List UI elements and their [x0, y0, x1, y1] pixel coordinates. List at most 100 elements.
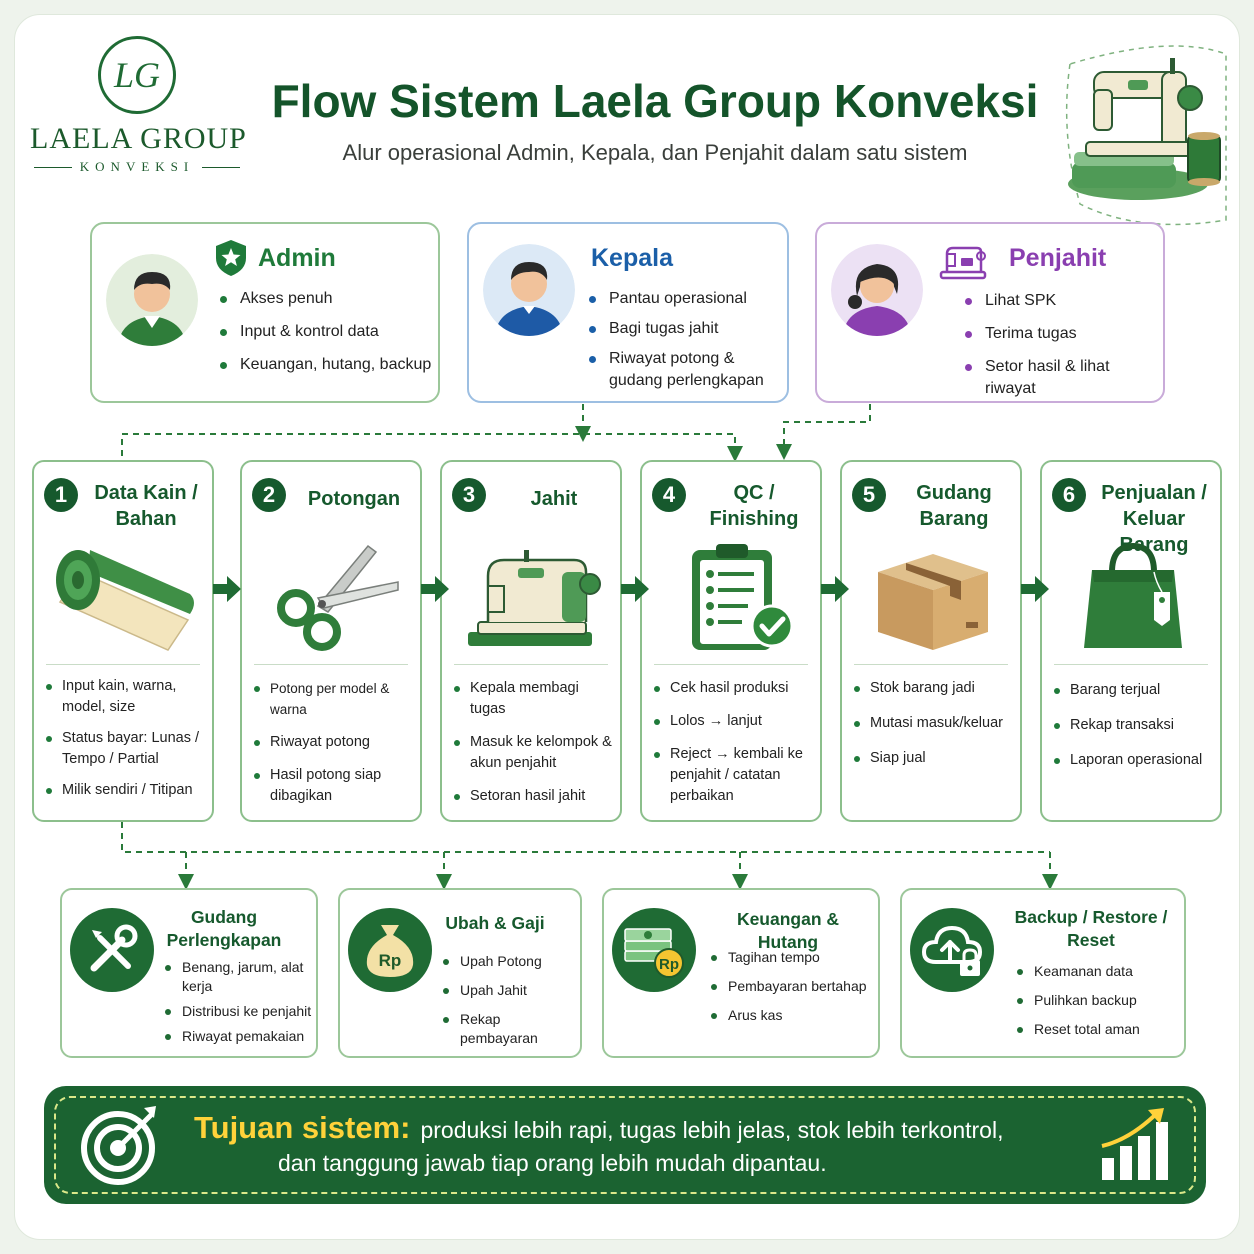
support-item: Pulihkan backup [1014, 991, 1140, 1010]
step-title: QC / Finishing [709, 482, 799, 530]
step-title: Data Kain / Bahan [94, 482, 198, 530]
step-title: Penjualan / Keluar Barang [1101, 482, 1207, 556]
cloud-lock-icon [910, 908, 994, 992]
step-item: Masuk ke kelompok & akun penjahit [452, 732, 616, 774]
step-card-5: 5 Gudang Barang Stok barang jadi Mutasi … [840, 460, 1022, 822]
step-item: Siap jual [852, 748, 1016, 769]
kepala-avatar [483, 244, 575, 336]
fabric-roll-icon [56, 550, 194, 651]
support-card-backup-restore-reset: Backup / Restore / Reset Keamanan data P… [900, 888, 1186, 1058]
support-title: Ubah & Gaji [445, 913, 545, 933]
step-divider [1054, 664, 1208, 665]
step-item: Potong per model & warna [252, 678, 416, 720]
support-list: Upah Potong Upah Jahit Rekap pembayaran [440, 952, 580, 1058]
sewing-machine-icon [939, 246, 987, 280]
support-item: Keamanan data [1014, 962, 1140, 981]
step-item: Status bayar: Lunas / Tempo / Partial [44, 728, 208, 770]
role-card-penjahit: Penjahit Lihat SPK Terima tugas Setor ha… [815, 222, 1165, 403]
step-card-4: 4 QC / Finishing Cek hasil produksi Lolo… [640, 460, 822, 822]
arrow-right-icon [1021, 576, 1049, 602]
goal-text-2: dan tanggung jawab tiap orang lebih muda… [278, 1150, 827, 1176]
logo-rule-right [202, 166, 241, 168]
penjahit-avatar [831, 244, 923, 336]
role-item: Lihat SPK [963, 290, 1163, 312]
role-title-admin: Admin [258, 244, 336, 272]
role-title-kepala: Kepala [591, 244, 673, 272]
support-item: Reset total aman [1014, 1020, 1140, 1039]
step-item: Rekap transaksi [1052, 715, 1216, 736]
step-list: Kepala membagi tugas Masuk ke kelompok &… [452, 678, 616, 817]
role-title-penjahit: Penjahit [1009, 244, 1107, 272]
arrow-right-icon [421, 576, 449, 602]
role-card-kepala: Kepala Pantau operasional Bagi tugas jah… [467, 222, 789, 403]
support-item: Benang, jarum, alat kerja [162, 958, 318, 996]
support-card-keuangan-hutang: Rp Keuangan & Hutang Tagihan tempo Pemba… [602, 888, 880, 1058]
step-number: 1 [44, 478, 78, 512]
goal-label: Tujuan sistem: [194, 1110, 411, 1145]
money-bag-icon: Rp [348, 908, 432, 992]
support-title: Backup / Restore / Reset [1014, 907, 1168, 950]
step-list: Input kain, warna, model, size Status ba… [44, 676, 208, 811]
tools-icon [70, 908, 154, 992]
step-list: Cek hasil produksi Lolos → lanjut Reject… [652, 678, 816, 817]
cash-stack-label: Rp [659, 956, 679, 973]
page-subtitle: Alur operasional Admin, Kepala, dan Penj… [342, 140, 968, 165]
support-item: Upah Jahit [440, 981, 580, 1000]
clipboard-check-icon [692, 544, 794, 650]
box-icon [878, 554, 988, 650]
support-item: Upah Potong [440, 952, 580, 971]
step-item: Riwayat potong [252, 732, 416, 753]
page-title: Flow Sistem Laela Group Konveksi [271, 75, 1039, 127]
step-item: Barang terjual [1052, 680, 1216, 701]
arrow-right-icon [621, 576, 649, 602]
sewing-machine-icon [468, 550, 601, 646]
step-list: Stok barang jadi Mutasi masuk/keluar Sia… [852, 678, 1016, 779]
support-list: Keamanan data Pulihkan backup Reset tota… [1014, 962, 1140, 1049]
step-item: Cek hasil produksi [652, 678, 816, 699]
role-list-admin: Akses penuh Input & kontrol data Keuanga… [218, 288, 431, 387]
step-divider [454, 664, 608, 665]
role-item: Terima tugas [963, 323, 1163, 345]
step-title: Potongan [307, 488, 401, 510]
step-divider [654, 664, 808, 665]
support-list: Tagihan tempo Pembayaran bertahap Arus k… [708, 948, 867, 1035]
support-item: Rekap pembayaran [440, 1010, 580, 1048]
logo-name: LAELA GROUP [30, 122, 247, 155]
support-list: Benang, jarum, alat kerja Distribusi ke … [162, 958, 318, 1056]
money-bag-label: Rp [379, 951, 402, 970]
role-list-kepala: Pantau operasional Bagi tugas jahit Riwa… [587, 288, 787, 403]
arrow-right-icon [821, 576, 849, 602]
step-number: 3 [452, 478, 486, 512]
step-number: 5 [852, 478, 886, 512]
support-card-gudang-perlengkapan: Gudang Perlengkapan Benang, jarum, alat … [60, 888, 318, 1058]
admin-avatar [106, 254, 198, 346]
logo-sub-row: KONVEKSI [34, 158, 241, 176]
step-item: Setoran hasil jahit [452, 786, 616, 807]
goal-banner: Tujuan sistem: produksi lebih rapi, tugas… [44, 1086, 1206, 1204]
step-item: Hasil potong siap dibagikan [252, 765, 416, 807]
step-item: Mutasi masuk/keluar [852, 713, 1016, 734]
support-item: Arus kas [708, 1006, 867, 1025]
support-card-ubah-gaji: Rp Ubah & Gaji Upah Potong Upah Jahit Re… [338, 888, 582, 1058]
step-item: Lolos → lanjut [652, 711, 816, 732]
role-item: Pantau operasional [587, 288, 787, 310]
step-number: 6 [1052, 478, 1086, 512]
support-title: Keuangan & Hutang [736, 909, 840, 952]
growth-chart-icon [1101, 1108, 1168, 1180]
step-item: Milik sendiri / Titipan [44, 780, 208, 801]
step-item: Kepala membagi tugas [452, 678, 616, 720]
step-number: 4 [652, 478, 686, 512]
sewing-machine-decoration-icon [1065, 45, 1227, 226]
scissors-icon [277, 544, 399, 651]
step-item: Input kain, warna, model, size [44, 676, 208, 718]
role-card-admin: Admin Akses penuh Input & kontrol data K… [90, 222, 440, 403]
step-number: 2 [252, 478, 286, 512]
step-list: Potong per model & warna Riwayat potong … [252, 678, 416, 817]
logo-sub: KONVEKSI [79, 159, 195, 174]
goal-text-1: produksi lebih rapi, tugas lebih jelas, … [420, 1117, 1004, 1143]
role-item: Setor hasil & lihat riwayat [963, 356, 1163, 400]
cash-stack-icon: Rp [612, 908, 696, 992]
shopping-bag-icon [1084, 542, 1182, 648]
goal-banner-border [54, 1096, 1196, 1194]
logo-rule-left [34, 166, 72, 168]
